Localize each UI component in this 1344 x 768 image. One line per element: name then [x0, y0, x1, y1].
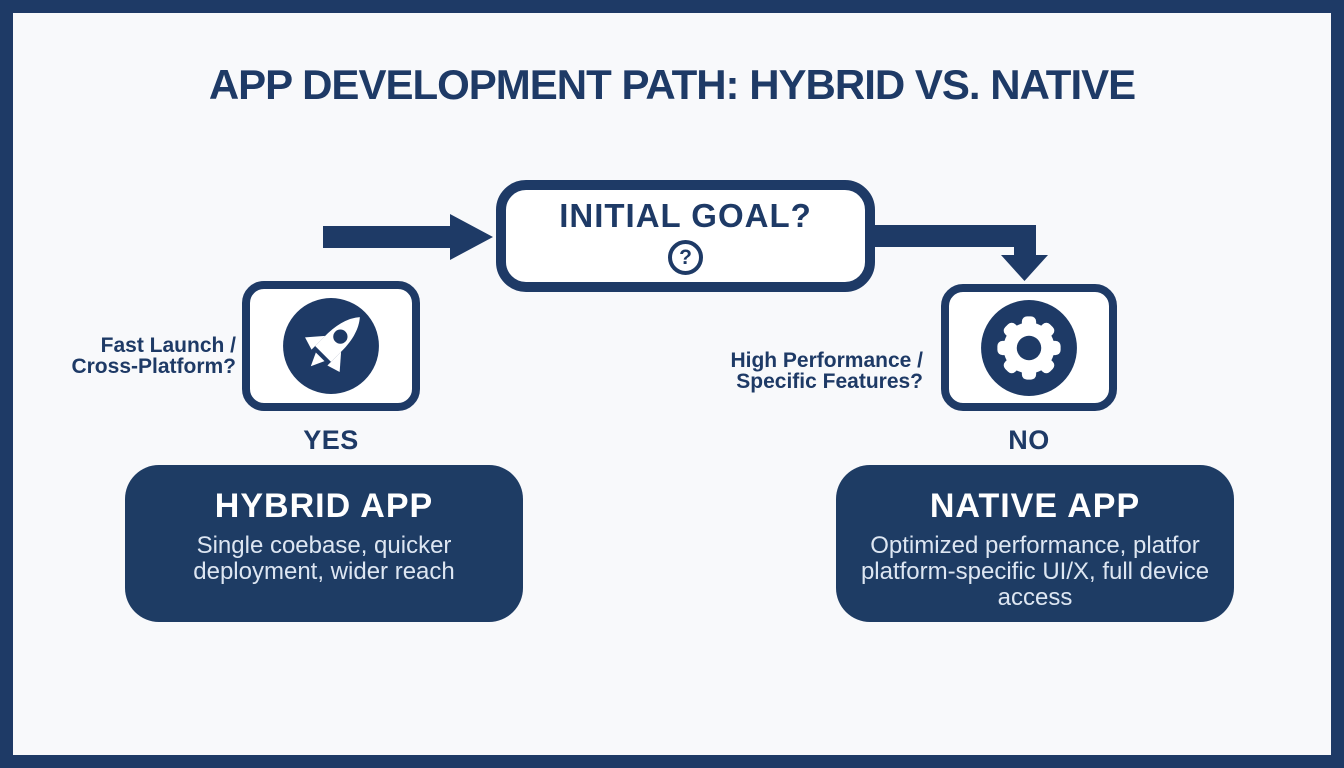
hybrid-result-title: HYBRID APP [214, 487, 434, 525]
native-question-line2: Specific Features? [736, 370, 923, 393]
native-answer-label: NO [1008, 425, 1050, 455]
page-title: APP DEVELOPMENT PATH: HYBRID VS. NATIVE [208, 61, 1136, 108]
decision-label: INITIAL GOAL? [559, 197, 812, 234]
decision-box-initial-goal: INITIAL GOAL? ? [496, 180, 875, 292]
native-result-description: Optimized performance, platfor platform-… [860, 532, 1210, 611]
native-question-label: High Performance / Specific Features? [683, 350, 923, 392]
question-mark-glyph: ? [679, 245, 692, 269]
hybrid-answer-label: YES [303, 425, 359, 455]
hybrid-question-line1: Fast Launch / [100, 334, 236, 357]
hybrid-result-description: Single coebase, quicker deployment, wide… [193, 532, 455, 585]
hybrid-question-label: Fast Launch / Cross-Platform? [33, 335, 236, 377]
gear-icon [981, 299, 1077, 396]
rocket-icon [283, 298, 379, 394]
native-question-line1: High Performance / [730, 349, 923, 372]
hybrid-question-line2: Cross-Platform? [71, 355, 236, 378]
question-mark-circle-icon: ? [668, 240, 703, 275]
arrow-elbow-down-icon [870, 225, 1048, 281]
hybrid-icon-box [242, 281, 420, 411]
native-result-title: NATIVE APP [929, 487, 1141, 525]
hybrid-app-result-box: HYBRID APP Single coebase, quicker deplo… [125, 465, 523, 622]
native-icon-box [941, 284, 1117, 411]
arrow-right-icon [323, 214, 493, 260]
native-app-result-box: NATIVE APP Optimized performance, platfo… [836, 465, 1234, 622]
